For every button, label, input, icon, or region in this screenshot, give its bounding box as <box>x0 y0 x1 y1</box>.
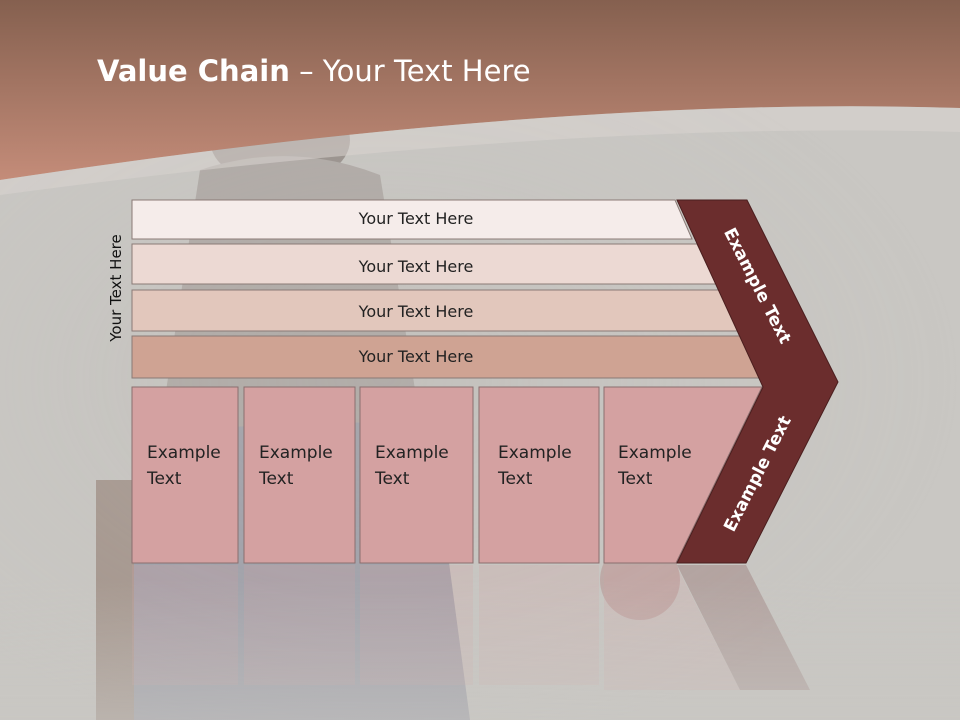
header-wave <box>0 106 960 195</box>
cell-1-line1: Example <box>147 443 221 463</box>
cell-box-4 <box>478 386 600 564</box>
row-bar-1 <box>131 199 693 240</box>
side-label: Your Text Here <box>107 234 125 342</box>
cell-5-line1: Example <box>618 443 692 463</box>
cell-box-5 <box>603 386 763 564</box>
cell-1-line2: Text <box>147 469 182 489</box>
cell-2-line2: Text <box>259 469 294 489</box>
header-band <box>0 0 960 180</box>
cell-5-line2: Text <box>618 469 653 489</box>
cell-box-1 <box>131 386 239 564</box>
row-label-1: Your Text Here <box>358 209 474 228</box>
cell-2-line1: Example <box>259 443 333 463</box>
row-label-2: Your Text Here <box>358 257 474 276</box>
row-label-4: Your Text Here <box>358 347 474 366</box>
cell-4-line2: Text <box>498 469 533 489</box>
chevron <box>676 199 839 564</box>
row-label-3: Your Text Here <box>358 302 474 321</box>
cell-box-3 <box>359 386 474 564</box>
cell-3-line2: Text <box>375 469 410 489</box>
slide-title: Value Chain – Your Text Here <box>97 54 531 88</box>
cell-4-line1: Example <box>498 443 572 463</box>
cell-box-2 <box>243 386 356 564</box>
title-bold: Value Chain <box>97 54 290 88</box>
cell-3-line1: Example <box>375 443 449 463</box>
title-rest: – Your Text Here <box>289 54 531 88</box>
